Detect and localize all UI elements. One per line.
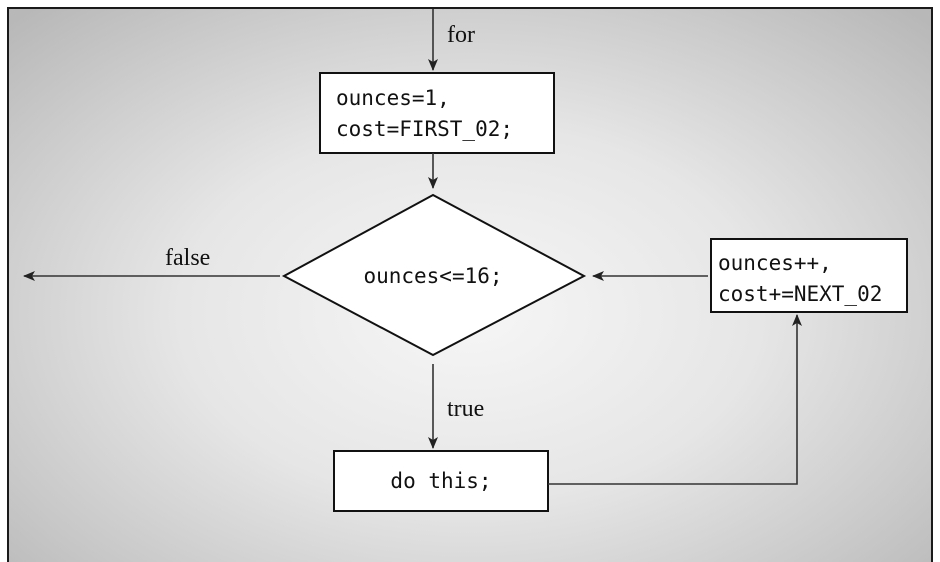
body-box (333, 450, 549, 512)
body-text: do this; (390, 469, 491, 493)
update-box (710, 238, 908, 313)
update-line-2: cost+=NEXT_02 (718, 282, 882, 306)
condition-text: ounces<=16; (363, 264, 502, 288)
body-to-update-arrow (548, 314, 802, 485)
init-box (319, 72, 555, 154)
condition-diamond (281, 193, 587, 357)
init-line-2: cost=FIRST_02; (336, 117, 513, 141)
init-line-1: ounces=1, (336, 86, 450, 110)
update-line-1: ounces++, (718, 251, 832, 275)
for-label: for (447, 22, 475, 48)
true-label: true (447, 396, 484, 422)
false-label: false (165, 245, 210, 271)
